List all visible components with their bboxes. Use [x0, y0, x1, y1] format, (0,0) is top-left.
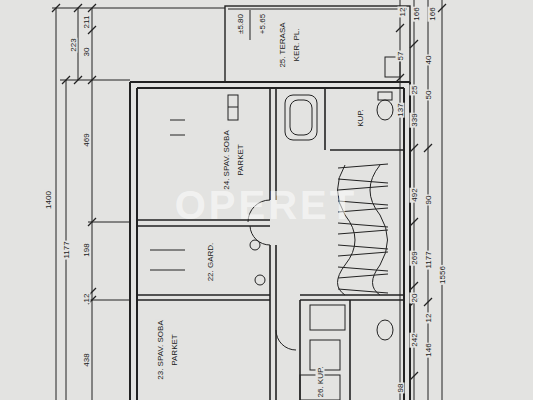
dimension: 269 [410, 250, 419, 265]
dimension: 40 [424, 55, 433, 66]
dimension: 20 [410, 293, 419, 304]
dimension: 1400 [44, 190, 53, 210]
dimension: 211 [82, 15, 91, 30]
dimension: 1177 [424, 250, 433, 269]
stair-step [338, 289, 388, 293]
floor-finish: PARKET [236, 143, 245, 176]
dimension: 438 [82, 352, 91, 367]
stair-step [338, 245, 388, 249]
room-name: 23. SPAV. SOBA [156, 319, 165, 380]
dimension: 25 [410, 85, 419, 96]
dimension: 1177 [62, 240, 71, 259]
dimension: 30 [82, 47, 91, 58]
watermark: OPERET [174, 184, 358, 226]
stair-step [338, 252, 388, 256]
floor-finish: KER. PL. [292, 28, 301, 63]
dimension: 198 [82, 242, 91, 257]
dimension: 50 [424, 90, 433, 101]
dimension: 90 [424, 195, 433, 206]
room-name: 26. KUP. [316, 366, 325, 399]
elevation: ±5.80 [236, 13, 245, 35]
floor-finish: PARKET [170, 333, 179, 366]
stair-step [338, 164, 388, 168]
dimension: 166 [412, 6, 421, 21]
dimension: 12 [82, 293, 91, 304]
dimension: 146 [424, 342, 433, 357]
stair-step [338, 274, 388, 278]
room-name: 25. TERASA [278, 21, 287, 68]
dimension: 98 [396, 383, 405, 394]
stair-step [338, 267, 388, 271]
dimension: 242 [410, 332, 419, 347]
elevation: +5.65 [258, 13, 267, 35]
dimension: 137 [396, 102, 405, 117]
stair-step [338, 230, 388, 234]
dimension: 166 [428, 6, 437, 21]
dimension: 469 [82, 132, 91, 147]
dimension: 223 [69, 37, 78, 52]
room-name: 24. SPAV. SOBA [222, 129, 231, 190]
dimension: 339 [410, 112, 419, 127]
room-name: KUP. [356, 108, 365, 128]
stair-step [338, 179, 388, 183]
dimension: 12 [424, 313, 433, 324]
dimension: 57 [396, 51, 405, 62]
room-name: 22. GARD. [206, 242, 215, 283]
dimension: 12 [398, 7, 407, 18]
dimension: 1556 [438, 265, 447, 285]
dimension: 492 [410, 187, 419, 202]
